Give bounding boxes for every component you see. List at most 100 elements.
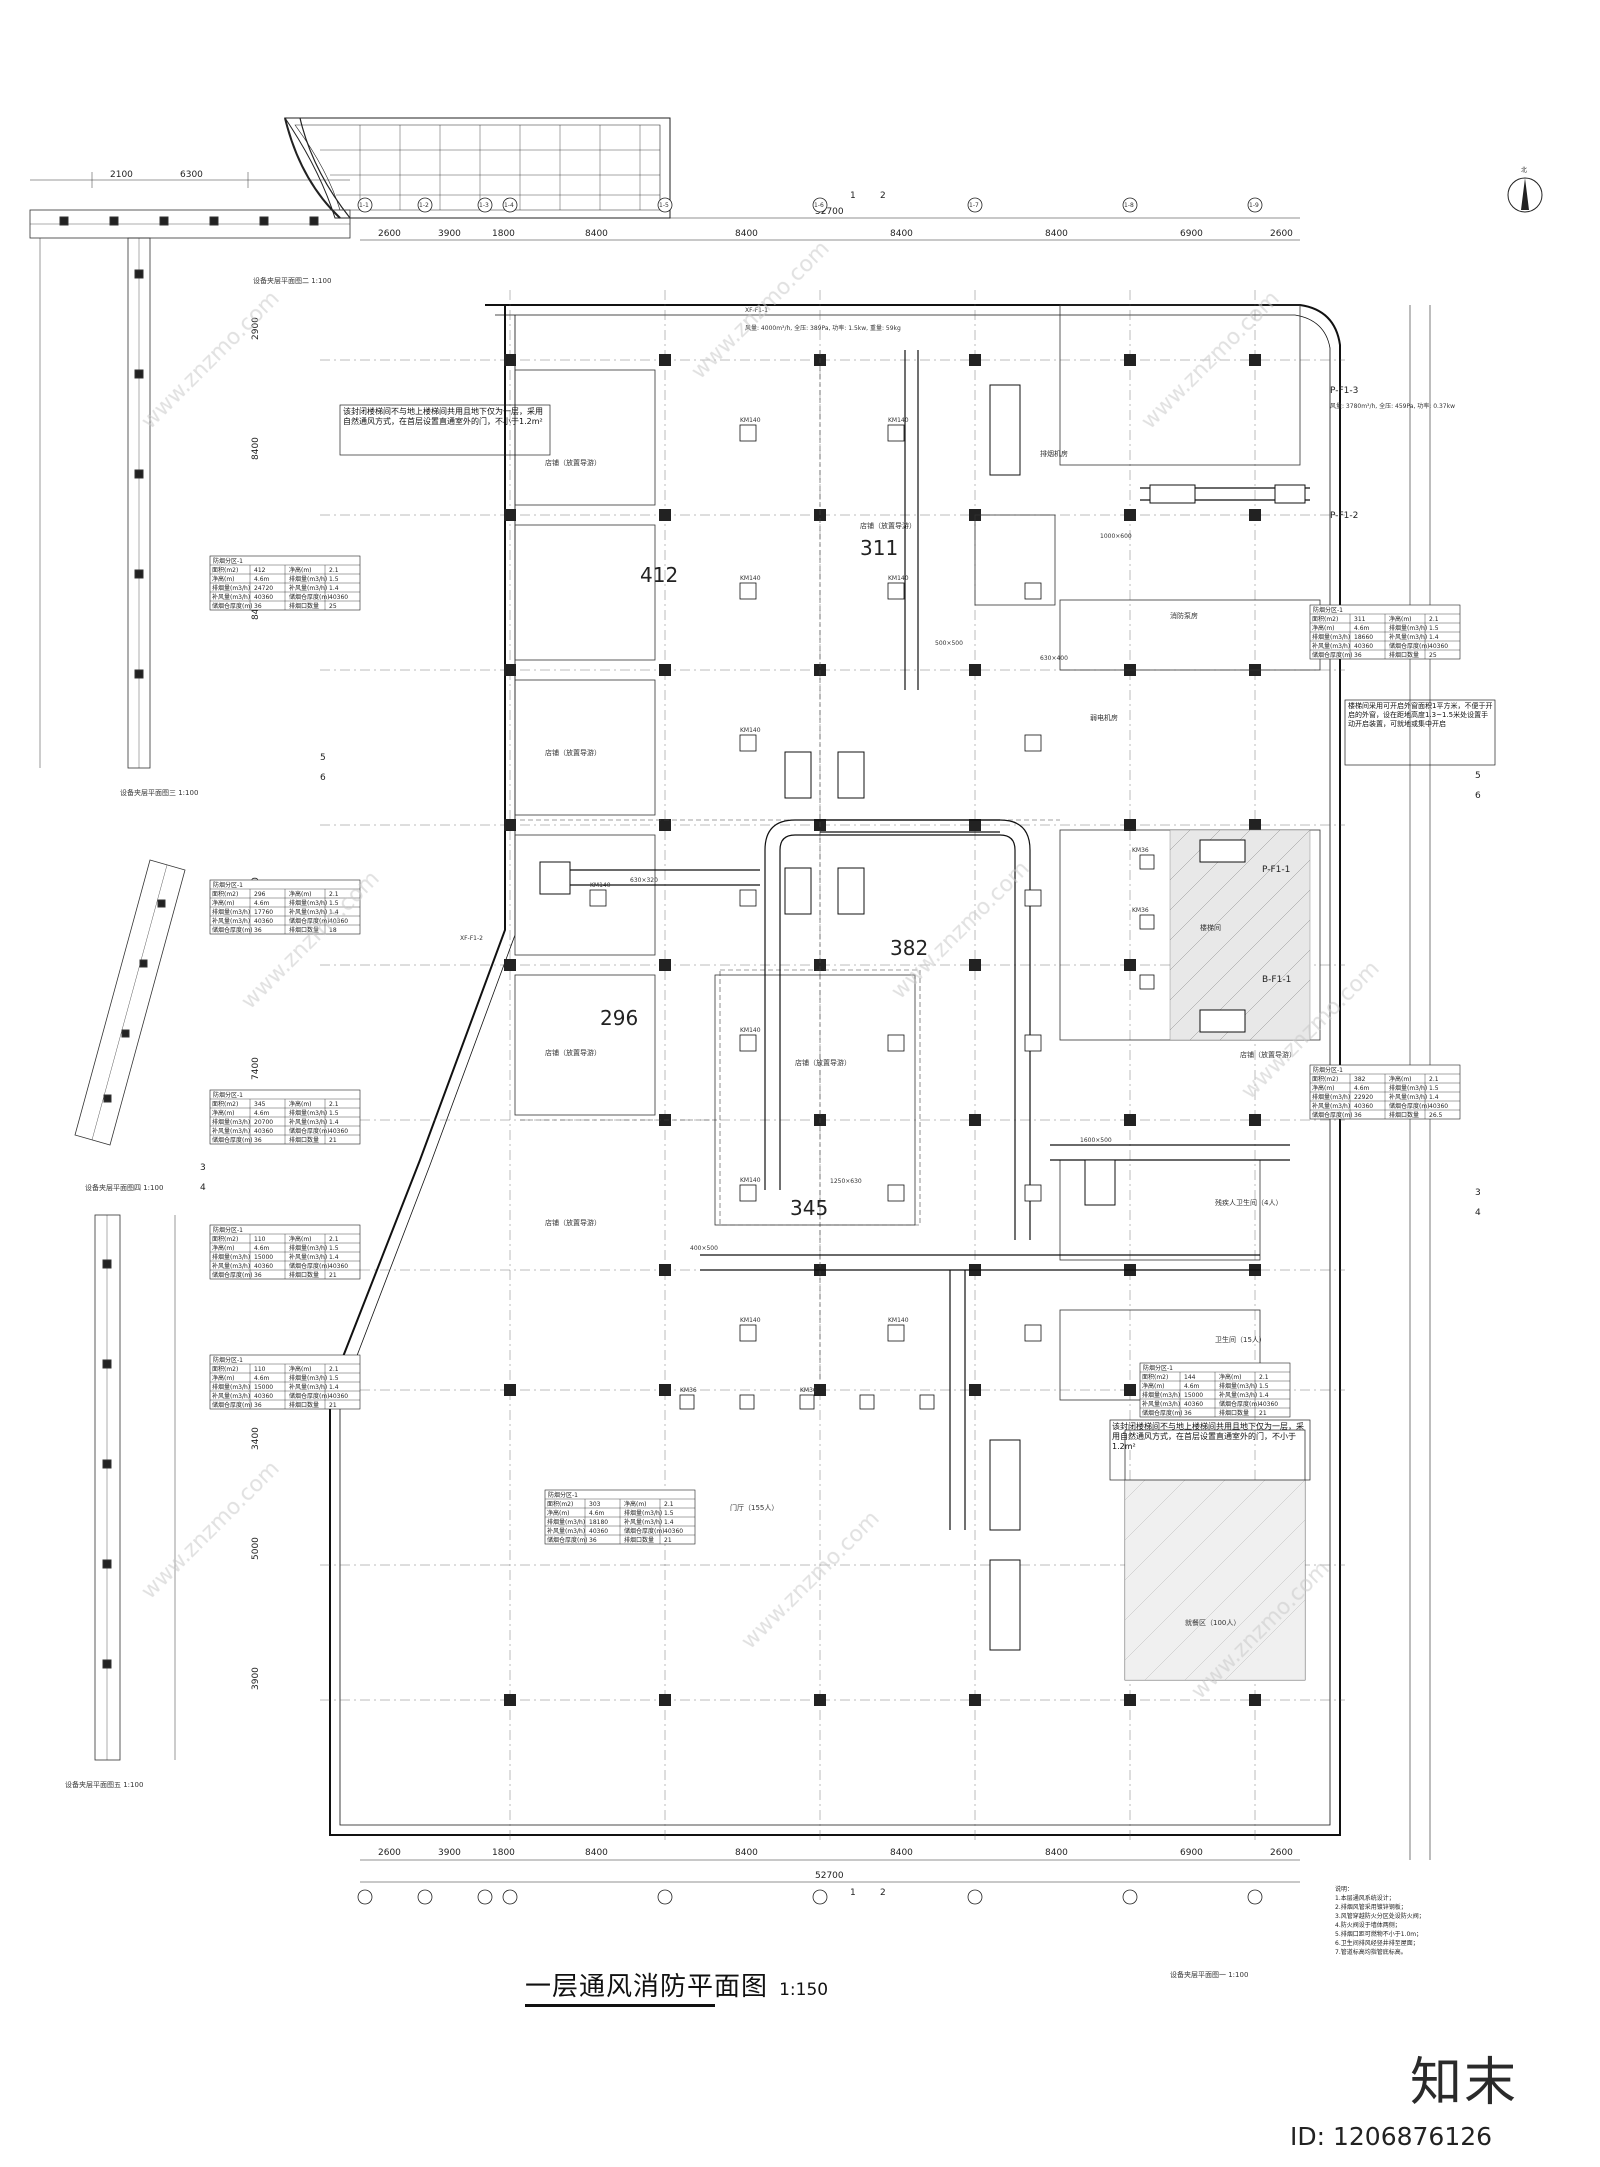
general-note-7: 7.管道标高均指管底标高。	[1335, 1949, 1407, 1956]
zone-table-label: 净高(m)	[547, 1509, 570, 1517]
zone-table-label: 补风量(m3/h)	[1312, 642, 1350, 650]
zone-table-value: 18	[329, 927, 337, 934]
zone-table-label: 排烟口数量	[289, 1136, 319, 1144]
fan-spec-1: 风量: 4000m³/h, 全压: 389Pa, 功率: 1.5kw, 重量: …	[745, 324, 901, 332]
dims-top: 2600 3900 1800 8400 8400 8400 8400 6900 …	[378, 229, 1293, 239]
dim-left-2: 8400	[251, 437, 261, 460]
zone-table-value: 36	[254, 927, 262, 934]
zone-table-label: 排烟量(m3/h)	[289, 899, 327, 907]
zone-table-value: 1.5	[664, 1510, 674, 1517]
axis-top-2: 1-2	[419, 202, 429, 209]
zone-table-value: 1.4	[329, 909, 339, 916]
section-4-left: 4	[200, 1183, 206, 1193]
zone-table-value: 40360	[1354, 1103, 1373, 1110]
zone-table-label: 储烟仓厚度(m)	[547, 1536, 588, 1544]
zone-table-value: 2.1	[329, 1366, 339, 1373]
zone-table-label: 净高(m)	[1312, 1084, 1335, 1092]
zone-table-value: 2.1	[329, 1236, 339, 1243]
zone-table-label: 面积(m2)	[1312, 615, 1338, 623]
zone-table-value: 36	[1184, 1410, 1192, 1417]
km140-label: KM140	[740, 575, 761, 582]
building-outline	[329, 304, 1341, 1836]
zone-table-label: 净高(m)	[212, 899, 235, 907]
zone-table-header: 防烟分区-1	[213, 1356, 243, 1364]
zone-table-label: 排烟口数量	[289, 1401, 319, 1409]
dim-left-1: 2900	[251, 317, 261, 340]
zone-table-label: 补风量(m3/h)	[1389, 633, 1427, 641]
zone-table-value: 2.1	[329, 1101, 339, 1108]
fan-label-pf11: P-F1-1	[1262, 865, 1290, 875]
zone-table-value: 1.4	[1429, 1094, 1439, 1101]
zone-table-label: 净高(m)	[212, 1374, 235, 1382]
room-shop-6: 店铺（放置导游）	[795, 1058, 851, 1067]
zone-table-header: 防烟分区-1	[548, 1491, 578, 1499]
zone-table-value: 412	[254, 567, 266, 574]
axis-top-9: 1-9	[1249, 202, 1259, 209]
zone-table-label: 净高(m)	[289, 1235, 312, 1243]
zone-table-value: 4.6m	[1354, 625, 1370, 632]
zone-table-value: 1.4	[329, 1384, 339, 1391]
zone-table-label: 面积(m2)	[212, 1365, 238, 1373]
zone-table-label: 面积(m2)	[1142, 1373, 1168, 1381]
zone-table-label: 净高(m)	[212, 575, 235, 583]
axis-top-8: 1-8	[1124, 202, 1134, 209]
zone-table-value: 110	[254, 1236, 266, 1243]
smoke-zone-boundaries	[520, 350, 1060, 1380]
zone-table-value: 40360	[1259, 1401, 1278, 1408]
zone-table-value: 1.5	[1429, 1085, 1439, 1092]
room-fan-a: 排烟机房	[1040, 449, 1068, 458]
fans	[539, 384, 1306, 1651]
zone-table-value: 40360	[329, 918, 348, 925]
zone-table-value: 40360	[254, 918, 273, 925]
zone-table-value: 40360	[254, 1393, 273, 1400]
zone-table-label: 补风量(m3/h)	[1312, 1102, 1350, 1110]
zone-table-value: 40360	[1184, 1401, 1203, 1408]
zone-table-label: 储烟仓厚度(m)	[1389, 642, 1430, 650]
zone-table-label: 排烟量(m3/h)	[1389, 624, 1427, 632]
sub-plan-label-4: 设备夹层平面图四 1:100	[85, 1183, 163, 1192]
zone-table-label: 排烟量(m3/h)	[212, 1253, 250, 1261]
zone-table-label: 补风量(m3/h)	[212, 1392, 250, 1400]
zone-table-value: 36	[589, 1537, 597, 1544]
room-staff: 残疾人卫生间（4人）	[1215, 1198, 1282, 1207]
zone-table-label: 储烟仓厚度(m)	[289, 1127, 330, 1135]
zone-table-header: 防烟分区-1	[213, 1226, 243, 1234]
zone-table-value: 24720	[254, 585, 273, 592]
km140-label: KM140	[888, 575, 909, 582]
zone-table-value: 18660	[1354, 634, 1373, 641]
zone-table-label: 净高(m)	[1219, 1373, 1242, 1381]
zone-table-value: 40360	[329, 1128, 348, 1135]
zone-table-label: 补风量(m3/h)	[212, 1127, 250, 1135]
fan-label-bf11: B-F1-1	[1262, 975, 1291, 985]
general-note-3: 3.风管穿越防火分区处设防火阀；	[1335, 1913, 1425, 1920]
zone-table-value: 15000	[254, 1384, 273, 1391]
zone-table-value: 345	[254, 1101, 266, 1108]
dims-bottom: 2600 3900 1800 8400 8400 8400 8400 6900 …	[378, 1848, 1293, 1858]
general-notes-title: 说明：	[1335, 1886, 1354, 1893]
zone-table-value: 18180	[589, 1519, 608, 1526]
room-fan-b: 消防泵房	[1170, 611, 1198, 620]
zone-table-value: 15000	[254, 1254, 273, 1261]
zone-table-label: 排烟量(m3/h)	[547, 1518, 585, 1526]
km140-label: KM140	[740, 727, 761, 734]
zone-table-value: 36	[1354, 1112, 1362, 1119]
zone-table-label: 排烟量(m3/h)	[289, 1374, 327, 1382]
main-title: 一层通风消防平面图	[525, 1972, 769, 2002]
zone-table-value: 2.1	[1429, 616, 1439, 623]
zone-table-value: 21	[329, 1137, 337, 1144]
zone-table-label: 补风量(m3/h)	[289, 908, 327, 916]
room-labels: 店铺（放置导游） 店铺（放置导游） 店铺（放置导游） 店铺（放置导游） 店铺（放…	[545, 449, 1296, 1627]
zone-table-label: 排烟量(m3/h)	[289, 1244, 327, 1252]
zone-table-label: 排烟口数量	[1389, 1111, 1419, 1119]
zone-table-label: 排烟量(m3/h)	[1219, 1382, 1257, 1390]
zone-table-label: 储烟仓厚度(m)	[1312, 1111, 1353, 1119]
zone-table-value: 4.6m	[254, 1375, 270, 1382]
zone-table-value: 40360	[329, 1393, 348, 1400]
dim-top-7: 8400	[1045, 229, 1068, 239]
room-shop-7: 店铺（放置导游）	[1240, 1050, 1296, 1059]
zone-table-label: 净高(m)	[624, 1500, 647, 1508]
room-shop-1: 店铺（放置导游）	[545, 458, 601, 467]
dim-top-left-1: 2100	[110, 170, 133, 180]
zone-table-value: 21	[664, 1537, 672, 1544]
